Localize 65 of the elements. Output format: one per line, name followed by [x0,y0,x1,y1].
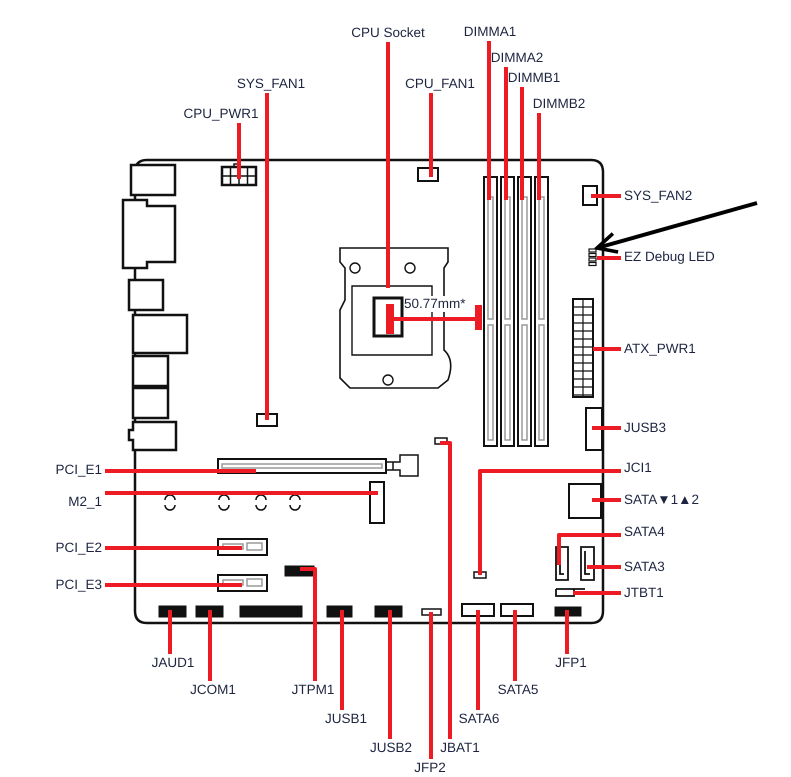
leader-line [504,67,508,200]
leader-line [105,491,378,495]
leader-line [340,610,344,710]
connector-label: SATA3 [624,559,665,575]
leader-line [478,469,621,575]
connector-label: JCOM1 [190,682,236,698]
connector-label: PCI_E1 [55,462,102,478]
leader-line [520,87,524,200]
leader-line [105,546,242,550]
connector-label: DIMMA1 [464,24,516,40]
leader-line [587,565,621,569]
leader-line [592,426,621,430]
connector-label: CPU Socket [351,25,425,41]
connector-label: SATA5 [498,682,538,698]
leader-line [513,610,517,681]
connector-label: SYS_FAN2 [624,188,692,204]
connector-label: JFP2 [414,760,446,776]
leader-line [537,113,541,200]
connector-label: JUSB3 [624,420,666,436]
connector-label: EZ Debug LED [624,249,715,265]
leader-line [105,469,256,473]
leader-line [168,610,172,654]
connector-label: DIMMB1 [508,70,560,86]
leader-line [388,610,392,739]
connector-label: SATA▼1▲2 [624,492,699,508]
leader-line [593,347,621,351]
leader-line [591,194,621,198]
arrow [595,201,758,254]
connector-label: DIMMA2 [490,50,544,66]
connector-label: JTBT1 [624,585,664,601]
connector-label: JUSB1 [324,711,368,727]
dimension-label: 50.77mm* [404,296,466,312]
leader-line [565,610,569,654]
leader-line [265,93,269,420]
leader-line [592,498,621,502]
leader-line [105,583,242,587]
connector-label: PCI_E3 [55,577,102,593]
leader-line [440,441,452,739]
leader-line [237,123,241,179]
connector-label: CPU_PWR1 [184,106,258,122]
connector-label: CPU_FAN1 [405,76,475,92]
connector-label: PCI_E2 [55,540,102,556]
connector-label: JFP1 [555,655,587,671]
leader-line [557,533,621,565]
connector-label: SATA6 [458,711,500,727]
connector-label: M2_1 [68,494,102,510]
connector-label: JCI1 [624,460,652,476]
leader-line [476,610,480,710]
connector-label: SYS_FAN1 [236,76,306,92]
leader-line [573,591,621,595]
connector-label: JTPM1 [292,682,334,698]
connector-label: SATA4 [624,524,665,540]
leader-line [487,41,491,200]
connector-label: JAUD1 [152,655,194,671]
leader-line [386,42,390,288]
led-indicator [588,248,597,267]
leader-line [429,612,433,759]
connector-label: DIMMB2 [532,96,586,112]
leader-line [429,93,433,177]
connector-label: JUSB2 [370,740,412,756]
leader-line [208,610,212,681]
leader-line [300,567,317,681]
connector-label: ATX_PWR1 [624,341,696,357]
connector-label: JBAT1 [440,740,480,756]
leader-line [597,256,621,260]
